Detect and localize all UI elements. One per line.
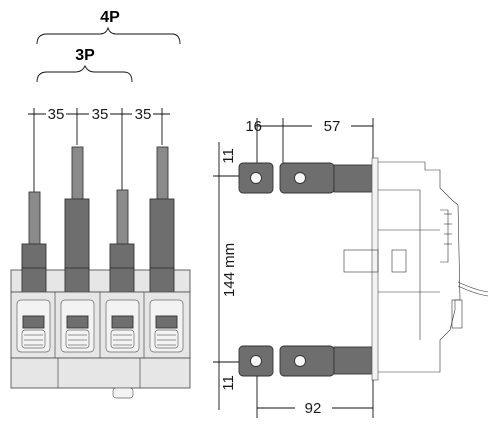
side-breaker-profile xyxy=(238,157,489,381)
brace-label-3p: 3P xyxy=(75,47,95,64)
side-top-dimensions: 16 57 xyxy=(245,118,374,165)
dim-height: 144 mm xyxy=(221,243,238,297)
dim-lower-offset: 11 xyxy=(220,375,237,391)
front-connection-bars xyxy=(21,146,175,271)
pitch-label-1: 35 xyxy=(48,106,65,123)
dim-depth: 92 xyxy=(305,400,322,417)
side-bottom-dimension: 92 xyxy=(256,376,374,418)
dim-top-left: 16 xyxy=(245,118,262,135)
brace-label-4p: 4P xyxy=(100,9,120,26)
pole-pitch-dimensions: 35 35 35 xyxy=(28,106,170,192)
front-breaker-housing xyxy=(10,267,191,399)
brace-3p: 3P xyxy=(36,47,133,83)
pitch-label-3: 35 xyxy=(135,106,152,123)
brace-4p: 4P xyxy=(36,9,181,45)
terminal-3 xyxy=(105,299,140,353)
dim-top-right: 57 xyxy=(324,118,341,135)
side-vertical-dimensions: 11 144 mm 11 xyxy=(213,142,242,410)
terminal-2 xyxy=(60,299,95,353)
pitch-label-2: 35 xyxy=(92,106,109,123)
terminal-1 xyxy=(16,299,51,353)
terminal-4 xyxy=(149,299,184,353)
dim-upper-offset: 11 xyxy=(220,148,237,164)
